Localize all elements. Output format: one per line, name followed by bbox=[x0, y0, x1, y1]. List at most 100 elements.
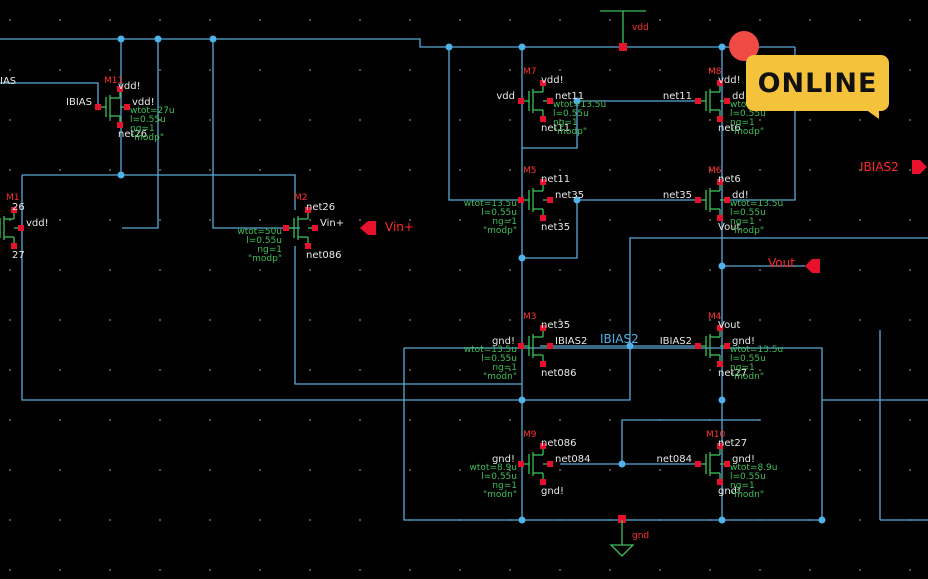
param-label: wtot=13.5u bbox=[553, 100, 606, 110]
terminal-right-label: gnd! bbox=[732, 454, 755, 465]
transistor-m9[interactable]: M9 net086 gnd! gnd! net084 wtot=8.9ul=0.55ung… bbox=[470, 430, 591, 500]
param-label: ng=1 bbox=[492, 363, 517, 373]
transistor-name: M6 bbox=[708, 166, 722, 176]
param-label: ng=1 bbox=[730, 481, 755, 491]
gnd-supply[interactable]: gnd bbox=[609, 515, 649, 557]
transistor-name: M8 bbox=[708, 67, 722, 77]
param-label: "modp" bbox=[248, 254, 282, 264]
param-label: "modp" bbox=[730, 226, 764, 236]
vdd-label: vdd bbox=[632, 23, 649, 33]
terminal-right-label: vdd! bbox=[26, 218, 49, 229]
param-label: l=0.55u bbox=[481, 472, 517, 482]
ibias2-net-label: IBIAS2 bbox=[600, 332, 639, 346]
terminal-top-label: net086 bbox=[541, 438, 577, 449]
terminal-top-label: net35 bbox=[541, 320, 570, 331]
param-label: "modp" bbox=[553, 127, 587, 137]
param-label: ng=1 bbox=[257, 245, 282, 255]
param-label: wtot=50u bbox=[237, 227, 282, 237]
param-label: wtot=13.5u bbox=[730, 345, 783, 355]
transistor-name: M7 bbox=[523, 67, 537, 77]
vin-plus-label: Vin+ bbox=[385, 220, 414, 234]
vout-label: Vout bbox=[768, 256, 795, 270]
transistor-name: M9 bbox=[523, 430, 537, 440]
terminal-right-label: net35 bbox=[555, 190, 584, 201]
terminal-right-label: Vin+ bbox=[320, 218, 344, 229]
terminal-bottom-label: net26 bbox=[118, 129, 147, 140]
vdd-supply[interactable]: vdd bbox=[600, 10, 649, 51]
param-label: l=0.55u bbox=[730, 208, 766, 218]
terminal-bottom-label: Vout bbox=[718, 222, 741, 233]
terminal-top-label: net26 bbox=[306, 202, 335, 213]
gnd-label: gnd bbox=[632, 531, 649, 541]
terminal-bottom-label: net11 bbox=[541, 123, 570, 134]
terminal-left-label: net11 bbox=[663, 91, 692, 102]
terminal-right-label: dd! bbox=[732, 190, 749, 201]
param-label: "modn" bbox=[483, 372, 517, 382]
terminal-left-label: IBIAS2 bbox=[660, 336, 692, 347]
terminal-bottom-label: net27 bbox=[718, 368, 747, 379]
grid-dots bbox=[9, 19, 911, 571]
param-label: "modp" bbox=[130, 133, 164, 143]
terminal-right-label: vdd! bbox=[132, 97, 155, 108]
terminal-bottom-label: 27 bbox=[12, 250, 25, 261]
transistor-m5[interactable]: M5net11net35net35wtot=13.5ul=0.55ung=1"m… bbox=[464, 166, 584, 236]
online-badge[interactable]: ONLINE bbox=[746, 55, 889, 119]
param-label: ng=1 bbox=[130, 124, 155, 134]
vout-pin[interactable]: Vout bbox=[768, 256, 820, 273]
terminal-right-label: net084 bbox=[555, 454, 591, 465]
terminal-top-label: net6 bbox=[718, 174, 741, 185]
transistor-name: M10 bbox=[706, 430, 725, 440]
param-label: wtot=8.9u bbox=[470, 463, 517, 473]
vin-plus-pin[interactable]: Vin+ bbox=[360, 220, 414, 235]
param-label: l=0.55u bbox=[246, 236, 282, 246]
ias-left-label: IAS bbox=[0, 76, 16, 87]
param-label: wtot=8.9u bbox=[730, 463, 777, 473]
param-label: "modn" bbox=[483, 490, 517, 500]
param-label: wtot=13.5u bbox=[730, 199, 783, 209]
param-label: ng=1 bbox=[730, 118, 755, 128]
terminal-left-label: gnd! bbox=[492, 454, 515, 465]
param-label: wtot=13.5u bbox=[464, 345, 517, 355]
terminal-right-label: dd bbox=[732, 91, 745, 102]
param-label: ng=1 bbox=[730, 217, 755, 227]
param-label: ng=1 bbox=[492, 481, 517, 491]
terminal-top-label: net27 bbox=[718, 438, 747, 449]
param-label: ng=1 bbox=[492, 217, 517, 227]
ibias2-right-pin[interactable]: IBIAS2 bbox=[860, 160, 927, 174]
terminal-bottom-label: gnd! bbox=[718, 486, 741, 497]
param-label: "modp" bbox=[730, 127, 764, 137]
terminal-bottom-label: net35 bbox=[541, 222, 570, 233]
transistor-name: M11 bbox=[104, 76, 123, 86]
param-label: "modn" bbox=[730, 372, 764, 382]
param-label: l=0.55u bbox=[730, 354, 766, 364]
param-label: wtot=13.5u bbox=[464, 199, 517, 209]
param-label: l=0.55u bbox=[481, 354, 517, 364]
terminal-right-label: net11 bbox=[555, 91, 584, 102]
terminal-right-label: IBIAS2 bbox=[555, 336, 587, 347]
ibias2-right-label: IBIAS2 bbox=[860, 160, 899, 174]
terminal-top-label: Vout bbox=[718, 320, 741, 331]
transistor-name: M4 bbox=[708, 312, 722, 322]
param-label: "modp" bbox=[483, 226, 517, 236]
transistor-m3[interactable]: M3net35net086gnd!IBIAS2wtot=13.5ul=0.55u… bbox=[464, 312, 588, 382]
terminal-bottom-label: gnd! bbox=[541, 486, 564, 497]
terminal-bottom-label: net086 bbox=[306, 250, 342, 261]
transistor-name: M2 bbox=[294, 193, 308, 203]
terminal-bottom-label: net6 bbox=[718, 123, 741, 134]
junctions bbox=[117, 35, 826, 524]
terminal-top-label: 26 bbox=[12, 202, 25, 213]
param-label: l=0.55u bbox=[730, 109, 766, 119]
terminal-top-label: net11 bbox=[541, 174, 570, 185]
terminal-left-label: net35 bbox=[663, 190, 692, 201]
param-label: wtot=27u bbox=[130, 106, 175, 116]
param-label: l=0.55u bbox=[730, 472, 766, 482]
